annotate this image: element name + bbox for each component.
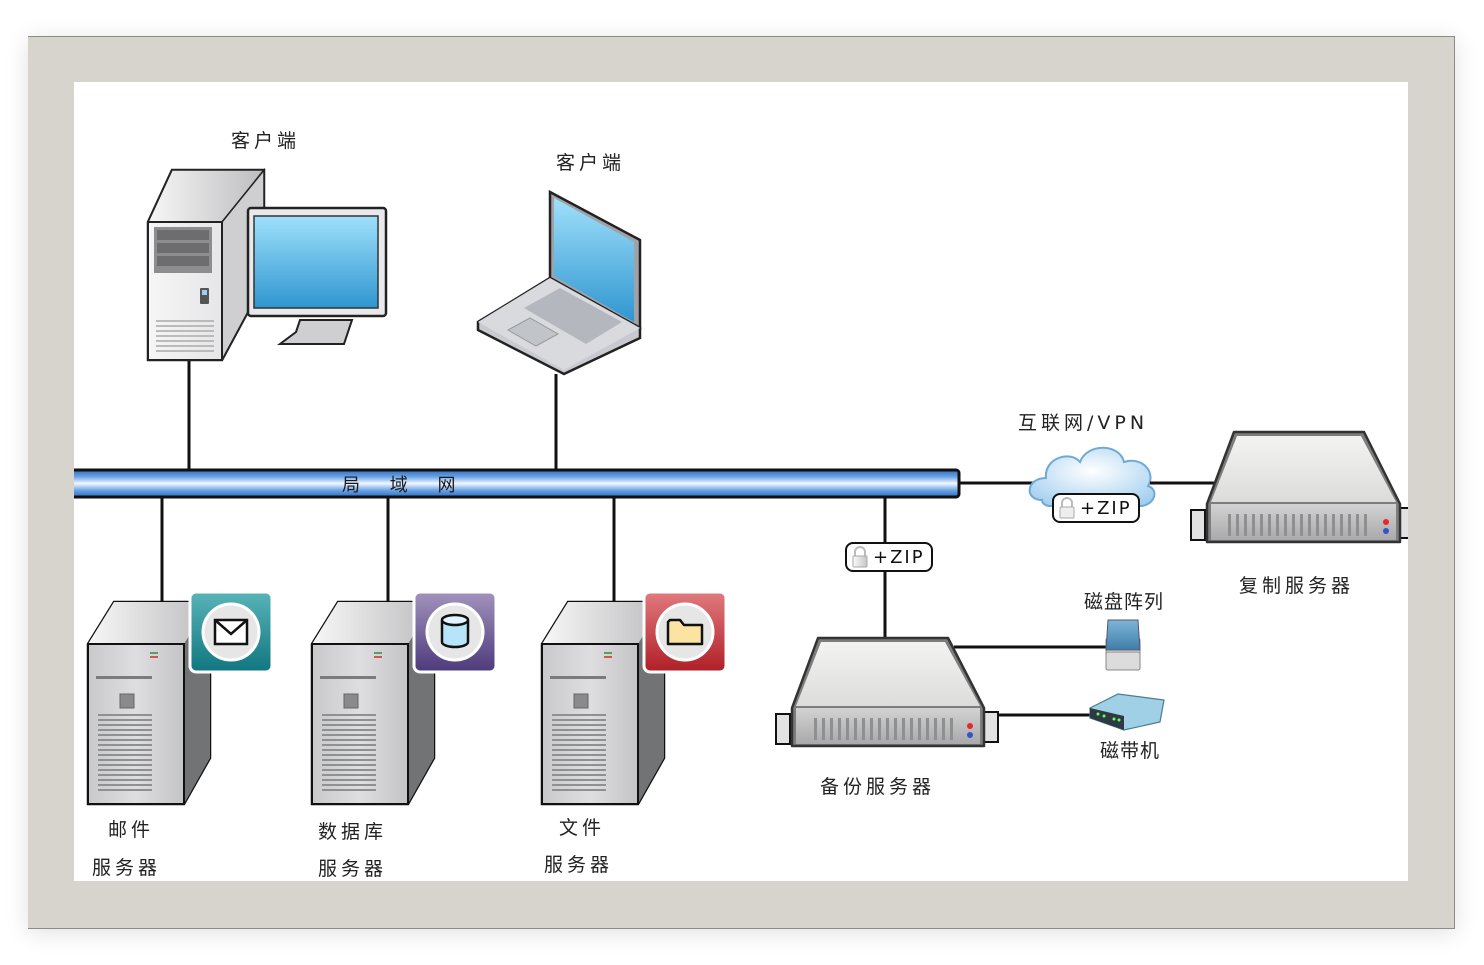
diagram-canvas: 客户端 客户端 局 域 网 邮件 服务器 数据库 服务器 文件 服务器 备份服务…: [74, 82, 1408, 881]
network-diagram: [74, 167, 1408, 806]
backup-server-label: 备份服务器: [820, 776, 936, 798]
lan-label: 局 域 网: [342, 475, 468, 496]
tape-drive-label: 磁带机: [1100, 740, 1161, 762]
file-server-icon: [540, 600, 666, 806]
laptop-client-label: 客户端: [556, 152, 626, 174]
database-badge: [412, 590, 498, 674]
desktop-client-label: 客户端: [231, 130, 301, 152]
backup-server-icon: [775, 636, 999, 748]
encrypt-zip-badge-internet: +ZIP: [1052, 493, 1140, 523]
zip-badge-text: +ZIP: [1080, 497, 1132, 519]
mail-server-label-line1: 邮件: [108, 819, 155, 841]
replica-server-icon: [1190, 430, 1408, 544]
envelope-badge: [188, 590, 274, 674]
tape-drive-icon: [1089, 693, 1165, 731]
laptop-client-icon: [476, 189, 642, 376]
db-server-label-line1: 数据库: [318, 821, 388, 843]
disk-array-label: 磁盘阵列: [1084, 591, 1165, 613]
database-icon: [440, 613, 470, 649]
desktop-client-icon: [146, 167, 388, 362]
lock-icon: [852, 546, 868, 568]
file-server-label-line1: 文件: [559, 817, 606, 839]
file-server-label-line2: 服务器: [544, 854, 614, 876]
replica-server-label: 复制服务器: [1239, 575, 1355, 597]
encrypt-zip-badge-backup: +ZIP: [845, 542, 933, 572]
envelope-icon: [213, 618, 249, 646]
folder-badge: [642, 590, 728, 674]
lan-bus: [74, 468, 961, 499]
zip-badge-text: +ZIP: [873, 546, 925, 568]
connection-lines: [160, 360, 1214, 717]
lock-icon: [1059, 497, 1075, 519]
internet-label: 互联网/VPN: [1018, 412, 1149, 434]
mail-server-label-line2: 服务器: [92, 857, 162, 879]
disk-array-icon: [1105, 619, 1141, 671]
folder-icon: [666, 618, 704, 646]
db-server-label-line2: 服务器: [318, 858, 388, 880]
